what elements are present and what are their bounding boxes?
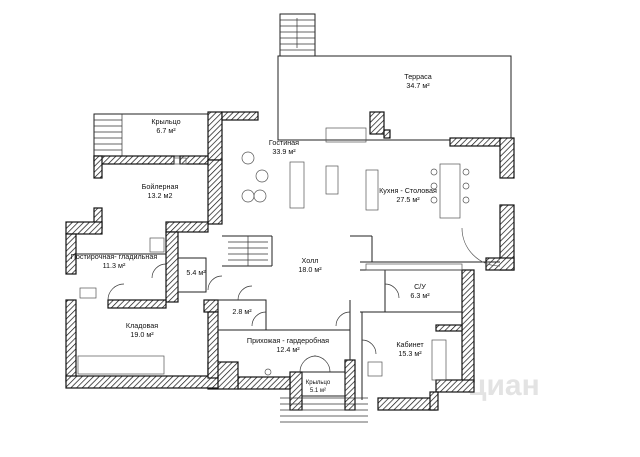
porch-bottom bbox=[280, 371, 368, 423]
label-study-area: 15.3 м² bbox=[398, 349, 422, 358]
label-closet-area: 2.8 м² bbox=[232, 307, 252, 316]
label-hall-area: 18.0 м² bbox=[298, 265, 322, 274]
label-laundry-area: 11.3 м² bbox=[103, 261, 126, 270]
label-pantry-name: Кладовая bbox=[126, 321, 158, 330]
label-laundry-name: Постирочная- гладильная bbox=[71, 252, 158, 261]
label-boiler-name: Бойлерная bbox=[142, 182, 179, 191]
label-terrace-name: Терраса bbox=[404, 72, 432, 81]
label-porch-bottom-area: 5.1 м² bbox=[310, 388, 326, 394]
label-kitchen-area: 27.5 м² bbox=[396, 195, 420, 204]
label-kitchen-name: Кухня - Столовая bbox=[379, 186, 437, 195]
terrace bbox=[277, 13, 512, 141]
label-entrance-name: Прихожая - гардеробная bbox=[247, 336, 329, 345]
label-wc-area: 6.3 м² bbox=[410, 291, 430, 300]
interior-partitions bbox=[76, 235, 500, 400]
label-porch-bottom-name: Крыльцо bbox=[306, 380, 331, 386]
label-entrance-area: 12.4 м² bbox=[276, 345, 300, 354]
doors bbox=[107, 263, 400, 373]
label-porch-top-name: Крыльцо bbox=[151, 117, 180, 126]
watermark: циан bbox=[468, 369, 540, 402]
label-terrace-area: 34.7 м² bbox=[406, 81, 430, 90]
walls bbox=[65, 111, 515, 411]
label-living-name: Гостиная bbox=[269, 138, 299, 147]
label-porch-top-area: 6.7 м² bbox=[156, 126, 176, 135]
label-wc-name: С/У bbox=[414, 282, 426, 291]
label-small-room-area: 5.4 м² bbox=[186, 268, 206, 277]
label-hall-name: Холл bbox=[302, 256, 319, 265]
label-pantry-area: 19.0 м² bbox=[130, 330, 154, 339]
room-labels: Терраса 34.7 м² Крыльцо 6.7 м² Гостиная … bbox=[71, 72, 437, 394]
label-boiler-area: 13.2 м2 bbox=[148, 191, 173, 200]
furniture bbox=[77, 127, 501, 381]
label-living-area: 33.9 м² bbox=[272, 147, 296, 156]
label-study-name: Кабинет bbox=[396, 340, 424, 349]
